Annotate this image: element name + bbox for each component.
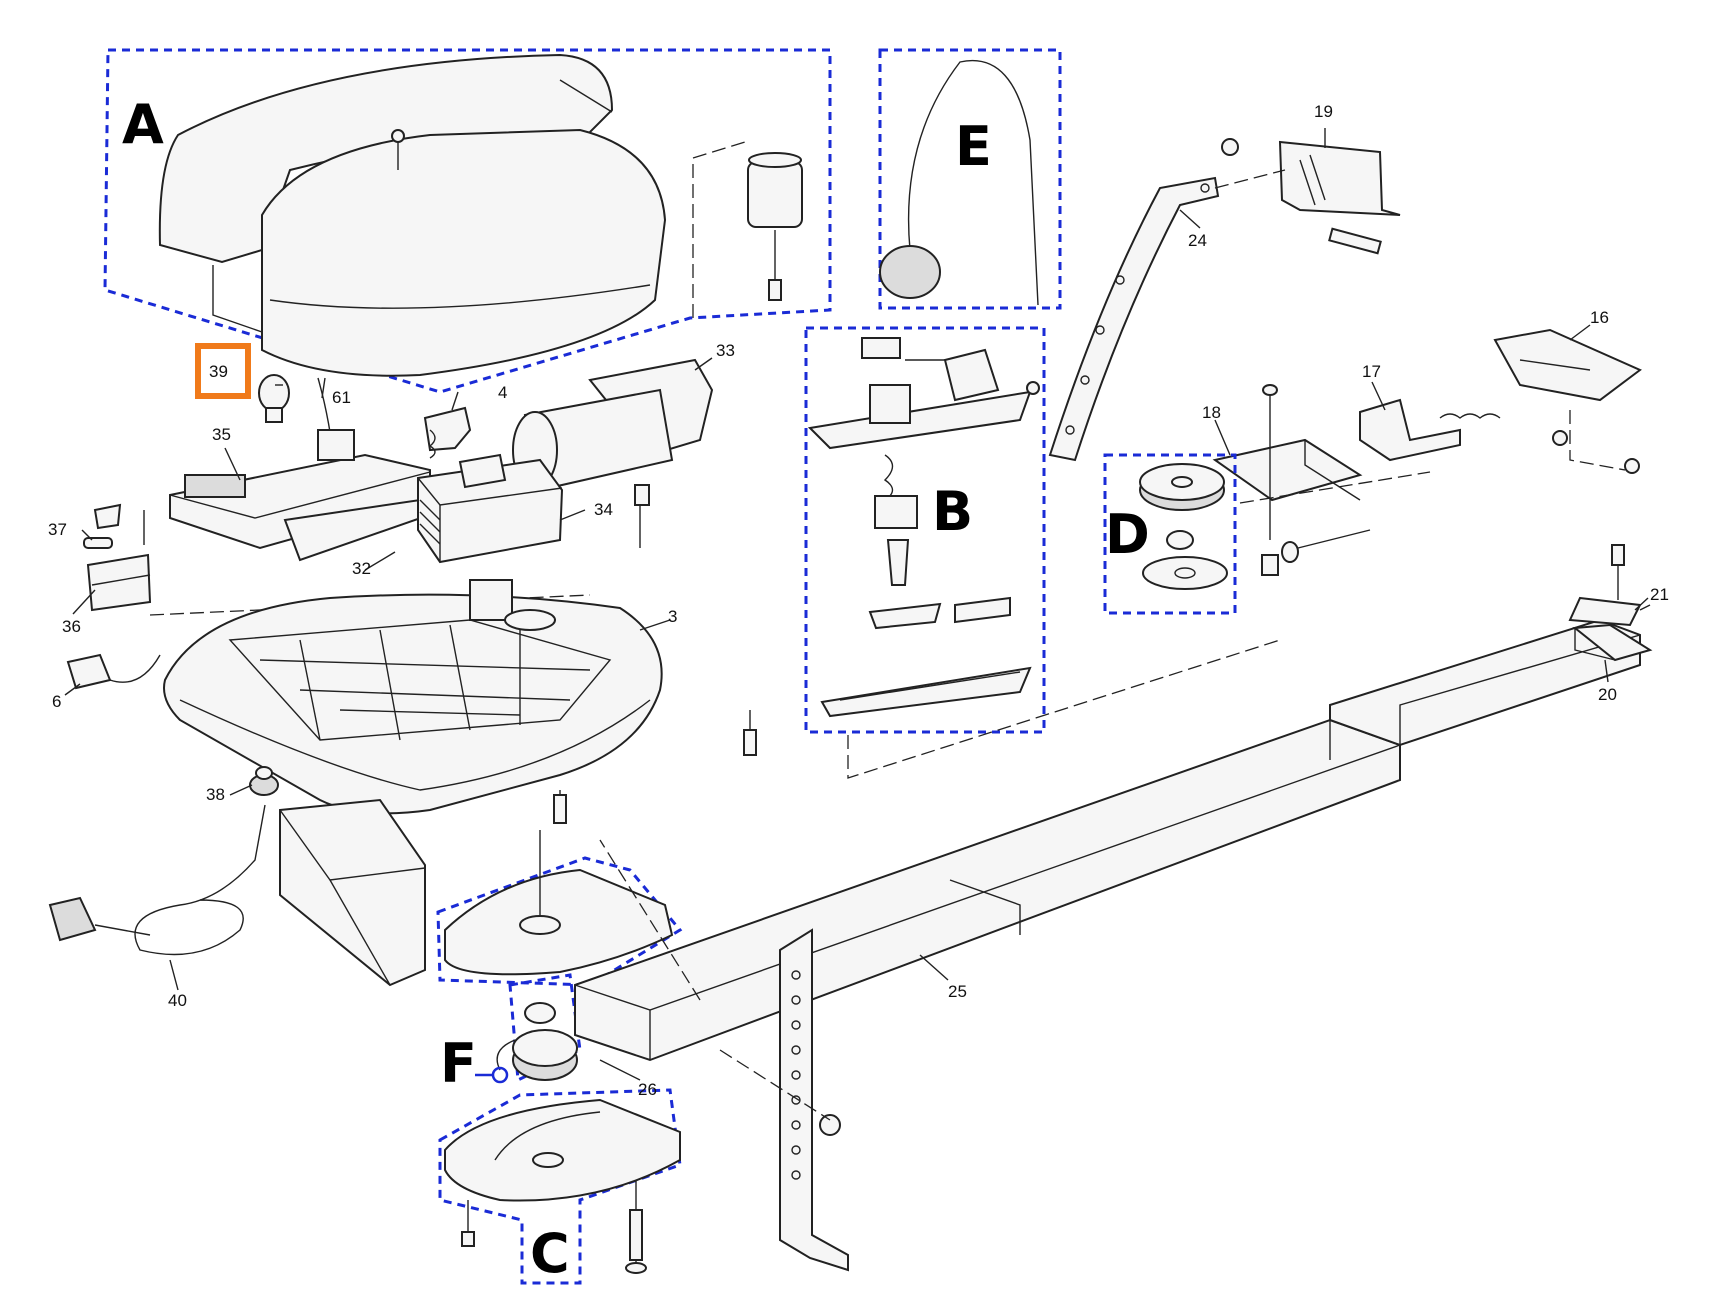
part-label-4: 4	[498, 383, 507, 402]
drive-housing-top	[436, 790, 683, 987]
door-bracket-assembly	[1212, 328, 1642, 576]
rail	[574, 618, 1641, 1062]
part-label-21: 21	[1650, 585, 1669, 604]
group-label-c: C	[530, 1222, 570, 1285]
carriage-assembly	[804, 326, 1281, 779]
part-label-6: 6	[52, 692, 61, 711]
part-label-39: 39	[209, 362, 228, 381]
highlight-box-39	[195, 343, 251, 399]
group-label-e: E	[955, 115, 992, 178]
control-board	[169, 429, 441, 562]
rail-end-bracket	[1568, 544, 1653, 662]
part-label-32: 32	[352, 559, 371, 578]
part-label-35: 35	[212, 425, 231, 444]
part-label-3: 3	[668, 607, 677, 626]
group-label-d: D	[1105, 503, 1150, 566]
lamp-and-wire	[258, 374, 336, 471]
part-label-37: 37	[48, 520, 67, 539]
door-arm	[1048, 138, 1401, 462]
part-label-26: 26	[638, 1080, 657, 1099]
part-label-33: 33	[716, 341, 735, 360]
hanger-bracket	[719, 928, 849, 1272]
group-label-f: F	[440, 1032, 477, 1095]
part-label-34: 34	[594, 500, 613, 519]
power-supply-cable	[48, 798, 426, 987]
part-label-18: 18	[1202, 403, 1221, 422]
leader-lines	[64, 128, 1649, 1081]
motor	[512, 358, 714, 548]
part-label-19: 19	[1314, 102, 1333, 121]
part-label-61: 61	[332, 388, 351, 407]
part-label-16: 16	[1590, 308, 1609, 327]
limit-switch	[423, 406, 472, 459]
grommet-38	[249, 766, 279, 796]
tab-6	[66, 653, 161, 690]
part-label-24: 24	[1188, 231, 1207, 250]
part-label-25: 25	[948, 982, 967, 1001]
part-label-38: 38	[206, 785, 225, 804]
drive-gear	[475, 973, 582, 1084]
part-label-20: 20	[1598, 685, 1617, 704]
part-label-40: 40	[168, 991, 187, 1010]
part-label-17: 17	[1362, 362, 1381, 381]
part-label-36: 36	[62, 617, 81, 636]
drive-housing-bottom	[438, 1088, 682, 1285]
group-label-a: A	[122, 93, 164, 156]
idler-pulley	[1103, 453, 1431, 615]
group-label-b: B	[932, 480, 973, 543]
release-cable	[878, 48, 1062, 310]
cover-assembly	[103, 48, 832, 394]
transformer	[417, 453, 564, 564]
base-plate	[163, 579, 757, 815]
